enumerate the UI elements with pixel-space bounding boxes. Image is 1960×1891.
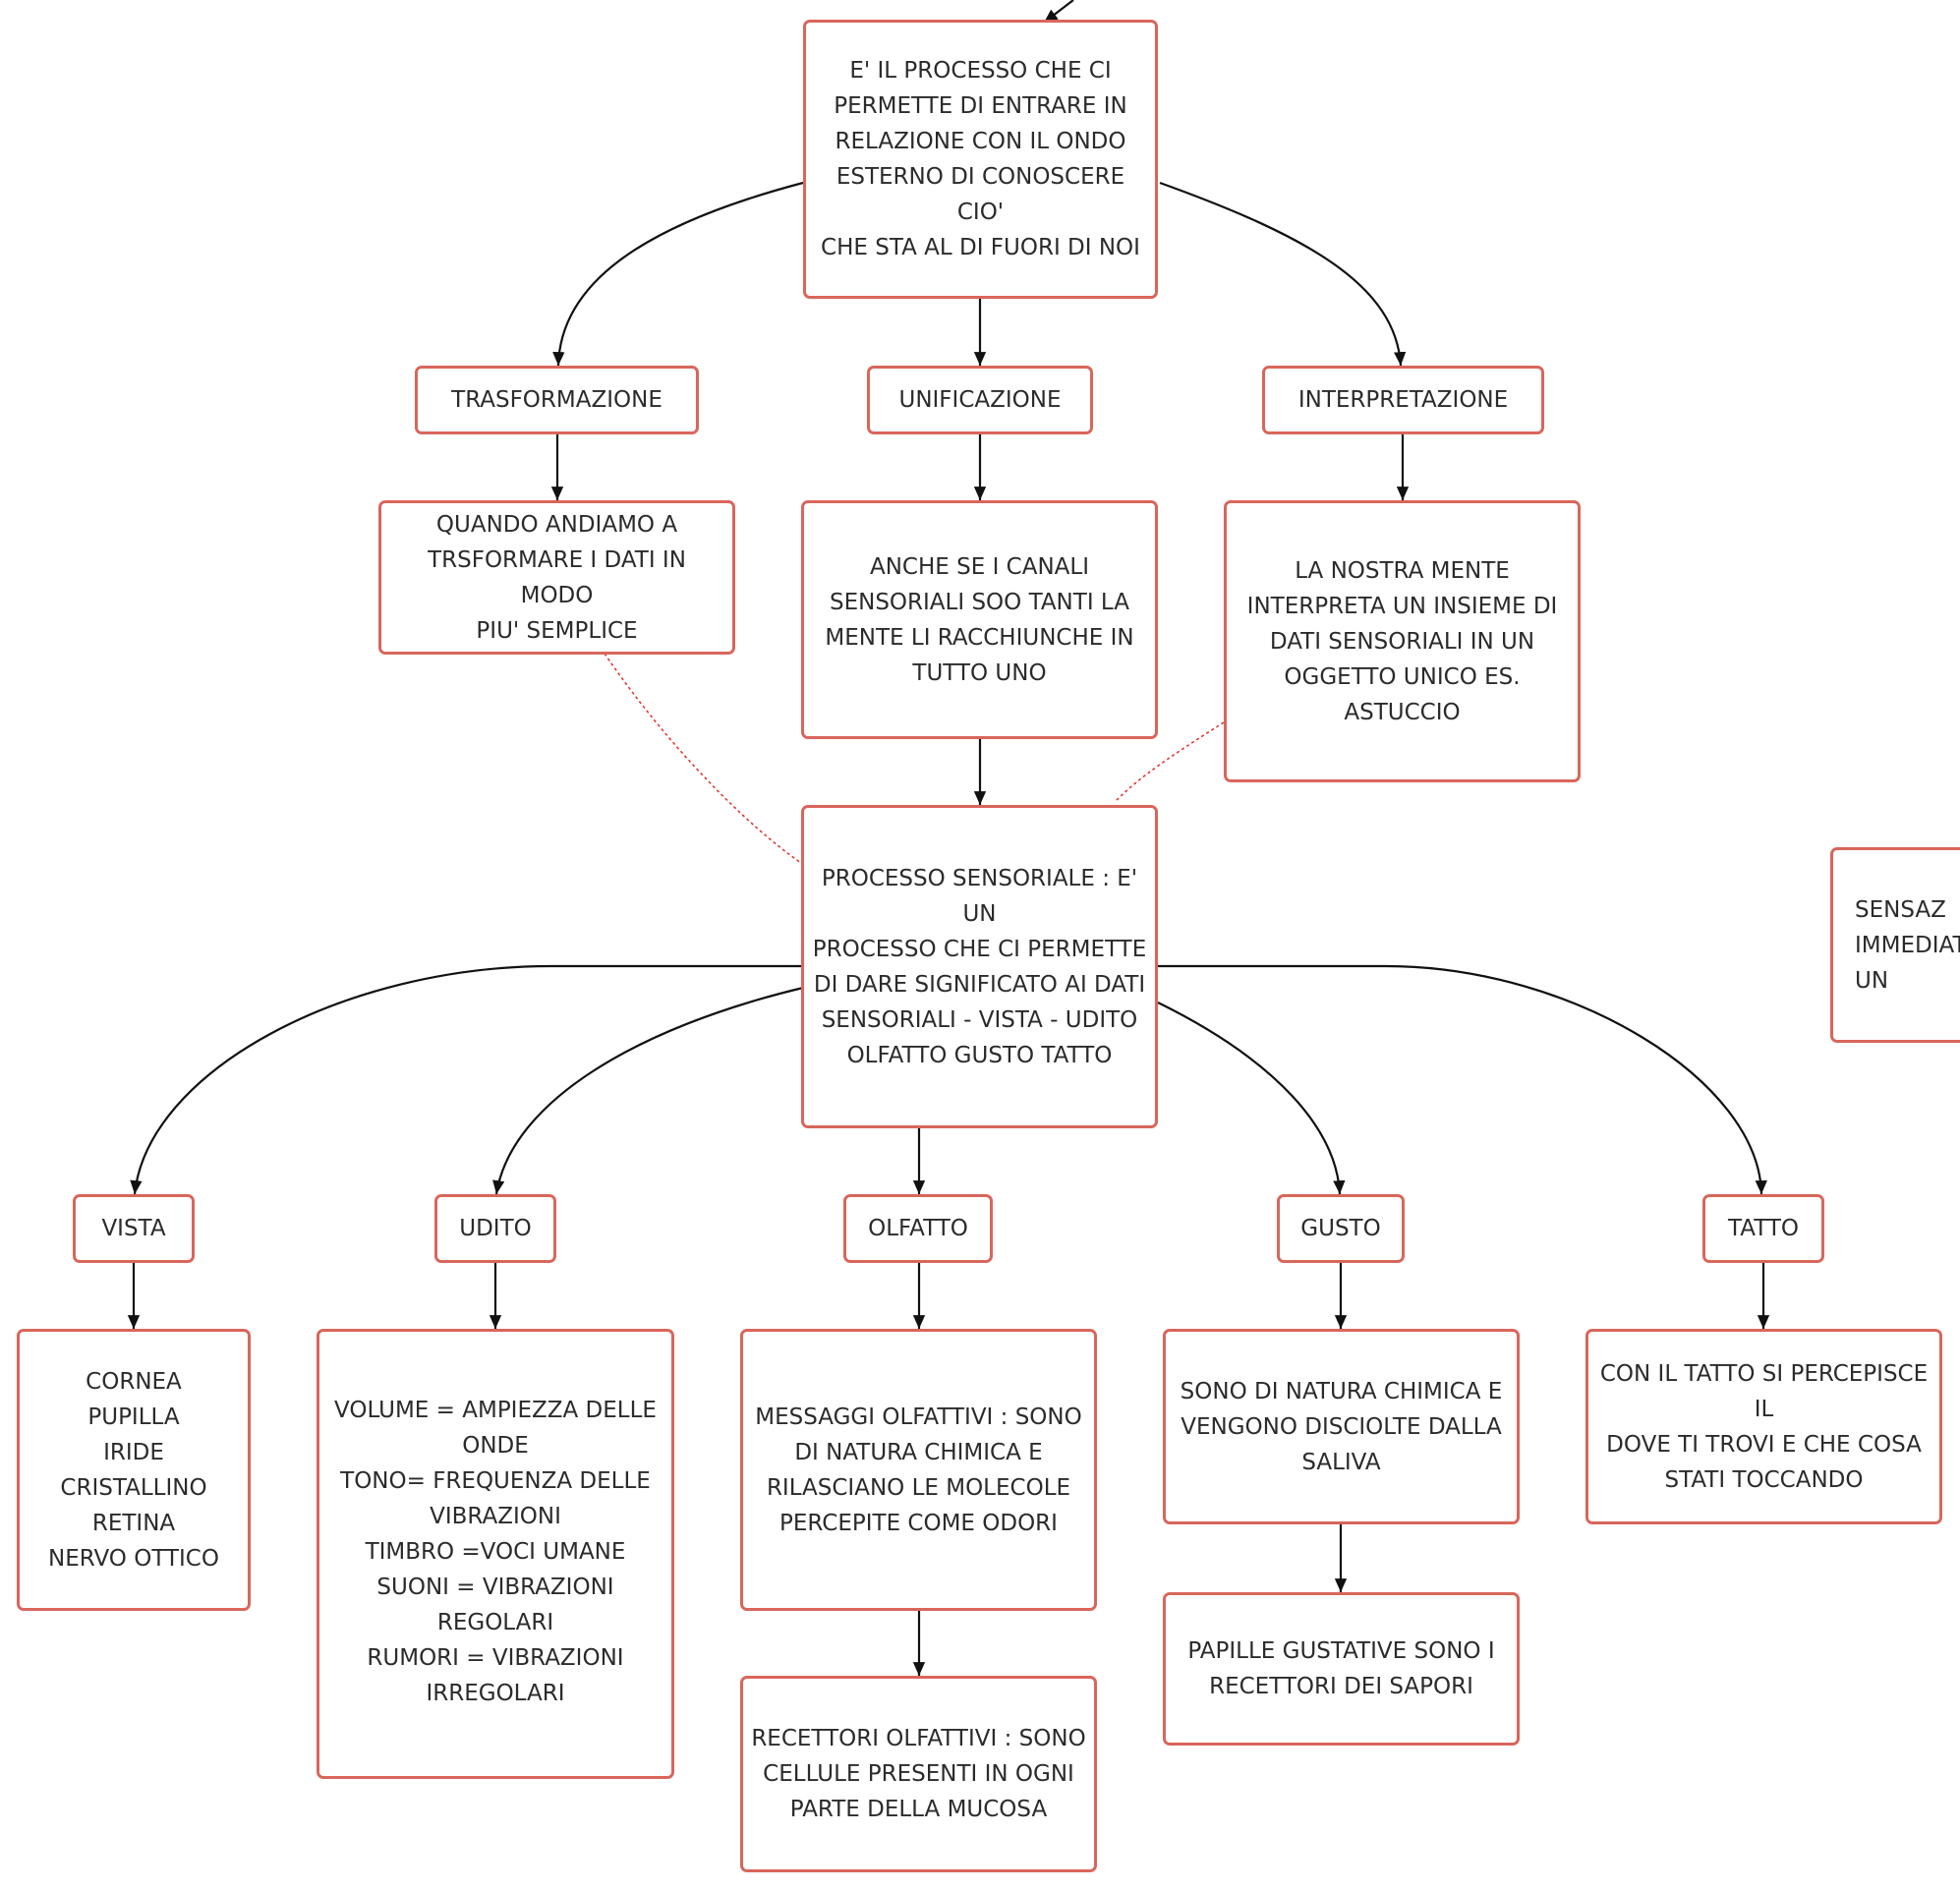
node-tatto-label: TATTO — [1727, 1216, 1799, 1241]
node-interpretazione-desc: LA NOSTRA MENTE INTERPRETA UN INSIEME DI… — [1224, 500, 1581, 782]
node-interpretazione-label: INTERPRETAZIONE — [1297, 387, 1509, 413]
node-vista-desc: CORNEA PUPILLA IRIDE CRISTALLINO RETINA … — [17, 1329, 251, 1611]
node-trasformazione: TRASFORMAZIONE — [415, 366, 699, 434]
node-olfatto-recettori-text: RECETTORI OLFATTIVI : SONO CELLULE PRESE… — [751, 1726, 1086, 1822]
node-udito-label: UDITO — [459, 1216, 532, 1241]
node-definition-text: E' IL PROCESSO CHE CI PERMETTE DI ENTRAR… — [821, 58, 1140, 260]
dashed-link-trasformazione-processo — [604, 653, 802, 864]
node-sensazione-partial-text: SENSAZ IMMEDIAT UN — [1855, 896, 1960, 994]
node-tatto-desc-text: CON IL TATTO SI PERCEPISCE IL DOVE TI TR… — [1599, 1360, 1929, 1493]
node-gusto-papille: PAPILLE GUSTATIVE SONO I RECETTORI DEI S… — [1163, 1592, 1520, 1746]
node-gusto: GUSTO — [1277, 1194, 1405, 1263]
dashed-link-interpretazione-processo — [1115, 721, 1225, 802]
node-trasformazione-desc: QUANDO ANDIAMO A TRSFORMARE I DATI IN MO… — [378, 500, 735, 655]
node-olfatto-desc: MESSAGGI OLFATTIVI : SONO DI NATURA CHIM… — [740, 1329, 1097, 1611]
node-vista: VISTA — [73, 1194, 195, 1263]
edge-processo-tatto — [1158, 964, 1767, 1195]
node-trasformazione-label: TRASFORMAZIONE — [451, 387, 663, 413]
edge-definition-trasformazione — [552, 181, 804, 367]
node-olfatto: OLFATTO — [843, 1194, 993, 1263]
edge-processo-vista — [130, 964, 803, 1195]
node-vista-desc-text: CORNEA PUPILLA IRIDE CRISTALLINO RETINA … — [48, 1368, 219, 1572]
node-sensazione-partial: SENSAZ IMMEDIAT UN — [1830, 847, 1960, 1043]
node-processo-sensoriale-text: PROCESSO SENSORIALE : E' UN PROCESSO CHE… — [812, 865, 1147, 1068]
node-udito-desc: VOLUME = AMPIEZZA DELLE ONDE TONO= FREQU… — [317, 1329, 674, 1779]
node-gusto-desc-text: SONO DI NATURA CHIMICA E VENGONO DISCIOL… — [1180, 1378, 1503, 1475]
edge-definition-interpretazione — [1159, 181, 1407, 367]
node-tatto: TATTO — [1702, 1194, 1824, 1263]
node-olfatto-label: OLFATTO — [868, 1216, 968, 1241]
node-udito: UDITO — [434, 1194, 556, 1263]
node-udito-desc-text: VOLUME = AMPIEZZA DELLE ONDE TONO= FREQU… — [334, 1398, 657, 1706]
node-unificazione-desc: ANCHE SE I CANALI SENSORIALI SOO TANTI L… — [801, 500, 1158, 739]
edge-processo-udito — [492, 986, 804, 1195]
node-gusto-desc: SONO DI NATURA CHIMICA E VENGONO DISCIOL… — [1163, 1329, 1520, 1524]
node-unificazione-desc-text: ANCHE SE I CANALI SENSORIALI SOO TANTI L… — [825, 553, 1134, 686]
node-interpretazione-desc-text: LA NOSTRA MENTE INTERPRETA UN INSIEME DI… — [1246, 557, 1558, 725]
node-trasformazione-desc-text: QUANDO ANDIAMO A TRSFORMARE I DATI IN MO… — [428, 511, 686, 644]
node-unificazione: UNIFICAZIONE — [867, 366, 1093, 434]
node-processo-sensoriale: PROCESSO SENSORIALE : E' UN PROCESSO CHE… — [801, 805, 1158, 1128]
node-gusto-papille-text: PAPILLE GUSTATIVE SONO I RECETTORI DEI S… — [1187, 1638, 1495, 1699]
node-interpretazione: INTERPRETAZIONE — [1262, 366, 1544, 434]
node-vista-label: VISTA — [101, 1216, 166, 1241]
edge-processo-gusto — [1157, 1002, 1346, 1195]
node-olfatto-recettori: RECETTORI OLFATTIVI : SONO CELLULE PRESE… — [740, 1676, 1097, 1872]
node-olfatto-desc-text: MESSAGGI OLFATTIVI : SONO DI NATURA CHIM… — [755, 1404, 1082, 1536]
edge-incoming — [1043, 0, 1074, 24]
node-unificazione-label: UNIFICAZIONE — [898, 387, 1062, 413]
node-tatto-desc: CON IL TATTO SI PERCEPISCE IL DOVE TI TR… — [1585, 1329, 1942, 1524]
node-definition: E' IL PROCESSO CHE CI PERMETTE DI ENTRAR… — [803, 20, 1158, 299]
node-gusto-label: GUSTO — [1300, 1216, 1381, 1241]
